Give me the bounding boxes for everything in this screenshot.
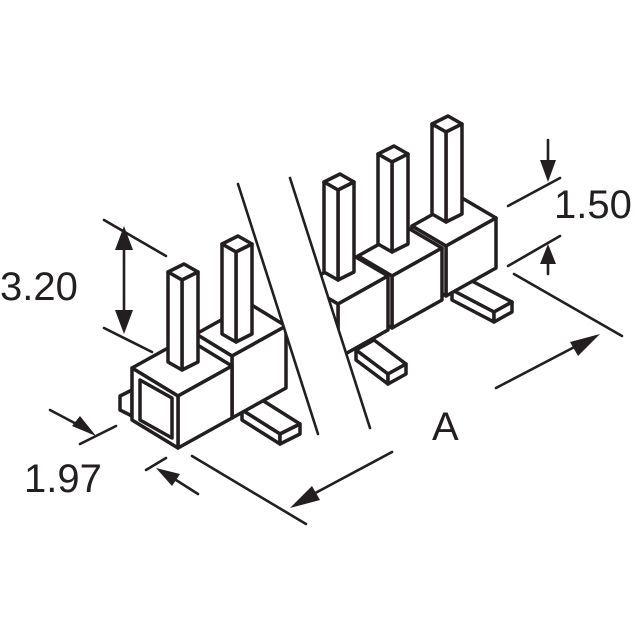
header-segment-left bbox=[118, 234, 302, 450]
smt-tail bbox=[354, 338, 408, 386]
dimension-height bbox=[102, 218, 168, 354]
dimension-tail bbox=[506, 138, 562, 276]
pin bbox=[376, 144, 410, 254]
dimension-length bbox=[190, 272, 624, 526]
dimension-pitch-label: 1.97 bbox=[24, 457, 102, 501]
break-band bbox=[236, 176, 372, 436]
dimension-length-label: A bbox=[432, 405, 459, 449]
pin bbox=[322, 172, 356, 282]
pin bbox=[220, 234, 254, 344]
pin bbox=[166, 262, 200, 372]
dimension-pitch bbox=[48, 408, 200, 496]
dimension-height-label: 3.20 bbox=[0, 265, 78, 309]
pin bbox=[430, 114, 464, 224]
smt-tail bbox=[240, 398, 302, 446]
dimension-tail-label: 1.50 bbox=[554, 183, 632, 227]
